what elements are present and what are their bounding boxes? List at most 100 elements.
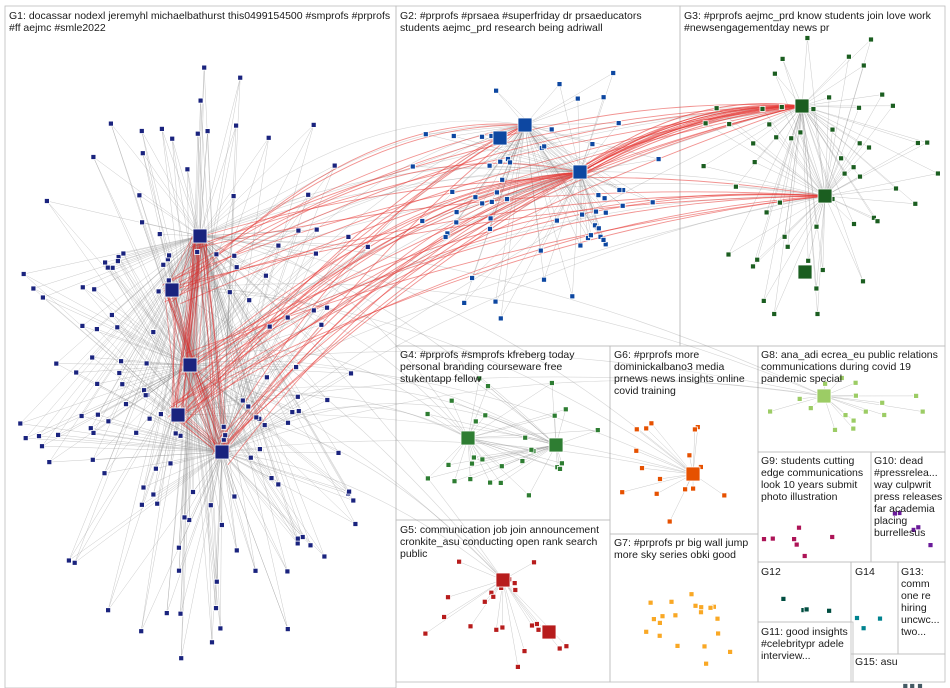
edge	[502, 579, 539, 630]
edge	[107, 235, 201, 268]
edge	[824, 107, 860, 197]
edge	[57, 235, 201, 436]
node	[275, 481, 282, 488]
edge-red	[175, 124, 526, 293]
edge	[221, 124, 314, 453]
edge	[220, 451, 223, 629]
node	[493, 87, 500, 94]
edge	[482, 444, 557, 460]
node	[554, 217, 560, 224]
edge	[81, 364, 191, 417]
edge	[824, 195, 864, 282]
edge-red	[579, 105, 803, 177]
node	[643, 628, 650, 635]
edge	[82, 235, 201, 327]
edge	[770, 395, 825, 412]
node	[172, 430, 179, 437]
node	[826, 607, 832, 614]
node	[659, 613, 666, 620]
node	[265, 134, 272, 141]
node	[154, 500, 161, 507]
edge	[801, 105, 861, 177]
edge	[171, 288, 557, 446]
node	[796, 395, 803, 402]
edge	[692, 427, 699, 475]
edge	[171, 124, 526, 291]
node	[556, 81, 563, 87]
edge	[111, 314, 191, 366]
node	[913, 392, 919, 399]
edge	[816, 195, 826, 289]
hub-node	[492, 130, 508, 146]
edge	[801, 105, 864, 282]
edge	[579, 97, 604, 173]
edge	[824, 129, 833, 197]
node	[499, 176, 506, 183]
group-grid	[4, 5, 946, 688]
edge-red	[219, 124, 526, 455]
node	[857, 173, 863, 180]
edge	[801, 105, 860, 144]
group-label-g10: G10: dead #pressrelea... way culpwrit pr…	[874, 455, 943, 539]
node	[643, 425, 650, 432]
edge	[199, 77, 241, 237]
node	[119, 381, 126, 388]
node	[493, 626, 500, 633]
edge	[41, 364, 191, 447]
edge	[121, 360, 191, 366]
node	[233, 122, 240, 129]
node	[268, 475, 275, 482]
node	[721, 492, 728, 499]
edge-red	[164, 105, 803, 303]
node	[105, 607, 111, 614]
edge	[136, 432, 223, 453]
edge	[448, 444, 557, 466]
edge	[74, 364, 191, 563]
edge	[467, 437, 562, 464]
node	[207, 502, 214, 509]
edge	[136, 364, 191, 433]
edge-red	[579, 105, 803, 169]
node	[233, 547, 240, 554]
node	[515, 664, 521, 670]
edge	[177, 171, 581, 416]
edge	[189, 351, 825, 397]
node	[487, 479, 494, 486]
node	[829, 534, 836, 540]
edge	[773, 105, 803, 315]
node	[619, 202, 626, 209]
edge	[107, 235, 201, 611]
node	[115, 258, 121, 265]
node	[838, 155, 844, 162]
edge	[801, 105, 842, 159]
edge-red	[579, 103, 803, 169]
node	[310, 122, 317, 128]
edge-red	[187, 171, 581, 412]
edge	[467, 429, 598, 439]
group-label-g3: G3: #prprofs aejmc_prd know students joi…	[684, 10, 931, 34]
edge	[159, 234, 223, 453]
edge	[199, 124, 314, 237]
group-box-g15	[850, 653, 946, 683]
node	[915, 140, 921, 146]
hub-node	[182, 357, 198, 373]
node	[701, 643, 708, 650]
node	[803, 606, 810, 613]
node	[22, 435, 29, 442]
node	[512, 587, 519, 593]
node	[184, 166, 191, 173]
edge	[122, 235, 201, 385]
edge	[125, 403, 223, 453]
edge	[189, 275, 267, 366]
node	[556, 645, 563, 652]
edge	[189, 364, 279, 485]
edge	[189, 364, 328, 401]
edge	[184, 451, 223, 518]
node	[138, 628, 145, 635]
edge	[118, 256, 191, 366]
edge	[524, 72, 614, 126]
node	[157, 411, 164, 418]
edge	[636, 429, 694, 475]
edge	[188, 451, 223, 521]
edge	[97, 364, 191, 385]
